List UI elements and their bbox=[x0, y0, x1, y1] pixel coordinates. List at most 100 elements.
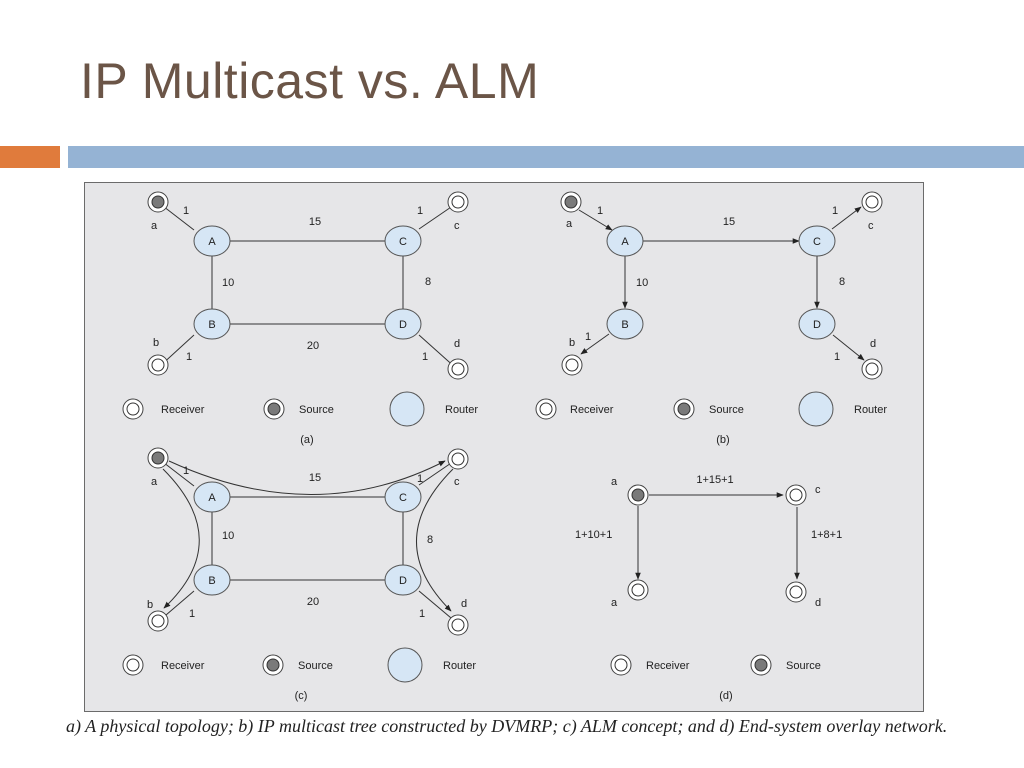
panel-label: (d) bbox=[719, 690, 732, 702]
header-bar bbox=[68, 146, 1024, 168]
legend-source: Source bbox=[298, 660, 333, 672]
host-label: d bbox=[815, 597, 821, 609]
router-label: A bbox=[621, 236, 629, 248]
legend-b: Receiver Source Router bbox=[535, 391, 887, 427]
edge-weight: 15 bbox=[723, 216, 735, 228]
router-D: D bbox=[798, 308, 836, 340]
panel-label: (b) bbox=[716, 434, 729, 446]
panel-c: A B C D a b c d 15 10 8 20 1 1 1 1 Recei… bbox=[122, 447, 476, 702]
panel-d: a c a d 1+15+1 1+10+1 1+8+1 Receiver Sou… bbox=[575, 474, 842, 702]
edge-weight: 1+8+1 bbox=[811, 529, 842, 541]
receiver-host-b bbox=[147, 610, 169, 632]
legend-d: Receiver Source bbox=[610, 654, 821, 676]
legend-c: Receiver Source Router bbox=[122, 647, 476, 683]
router-A: A bbox=[193, 481, 231, 513]
edge-weight: 1 bbox=[597, 205, 603, 217]
receiver-host-d bbox=[861, 358, 883, 380]
legend-receiver: Receiver bbox=[161, 404, 205, 416]
edge-weight: 1 bbox=[183, 205, 189, 217]
edge-weight: 1 bbox=[832, 205, 838, 217]
router-B: B bbox=[606, 308, 644, 340]
edge-weight: 1 bbox=[186, 351, 192, 363]
router-label: D bbox=[813, 319, 821, 331]
receiver-host-a2 bbox=[627, 579, 649, 601]
router-B: B bbox=[193, 308, 231, 340]
figure-caption: a) A physical topology; b) IP multicast … bbox=[66, 716, 948, 736]
accent-bar bbox=[0, 146, 60, 168]
legend-receiver: Receiver bbox=[646, 660, 690, 672]
router-label: C bbox=[399, 492, 407, 504]
legend-a: Receiver Source Router bbox=[122, 391, 478, 427]
receiver-host-c bbox=[447, 448, 469, 470]
network-figure: A B C D a b c d 15 10 8 20 1 1 1 1 Recei… bbox=[84, 182, 924, 712]
source-host-a bbox=[560, 191, 582, 213]
edge-weight: 1 bbox=[585, 331, 591, 343]
edge-weight: 8 bbox=[839, 276, 845, 288]
receiver-host-d bbox=[447, 358, 469, 380]
edge-weight: 8 bbox=[427, 534, 433, 546]
edge-weight: 1 bbox=[419, 608, 425, 620]
legend-source: Source bbox=[709, 404, 744, 416]
legend-receiver: Receiver bbox=[570, 404, 614, 416]
router-A: A bbox=[606, 225, 644, 257]
edge-weight: 20 bbox=[307, 340, 319, 352]
router-label: B bbox=[208, 319, 215, 331]
edge-weight: 10 bbox=[636, 277, 648, 289]
source-host-a bbox=[627, 484, 649, 506]
edge-weight: 1 bbox=[183, 465, 189, 477]
receiver-host-b bbox=[147, 354, 169, 376]
edge-weight: 1 bbox=[417, 473, 423, 485]
receiver-host-d bbox=[785, 581, 807, 603]
legend-source: Source bbox=[786, 660, 821, 672]
legend-router: Router bbox=[443, 660, 476, 672]
edge-weight: 1+10+1 bbox=[575, 529, 612, 541]
router-B: B bbox=[193, 564, 231, 596]
edge-weight: 1+15+1 bbox=[696, 474, 733, 486]
router-D: D bbox=[384, 564, 422, 596]
legend-source: Source bbox=[299, 404, 334, 416]
panel-label: (c) bbox=[295, 690, 308, 702]
host-label: d bbox=[870, 338, 876, 350]
host-label: c bbox=[454, 476, 460, 488]
edge-weight: 10 bbox=[222, 277, 234, 289]
host-label: b bbox=[147, 599, 153, 611]
legend-router: Router bbox=[854, 404, 887, 416]
edge-weight: 8 bbox=[425, 276, 431, 288]
router-C: C bbox=[798, 225, 836, 257]
host-label: d bbox=[454, 338, 460, 350]
router-C: C bbox=[384, 481, 422, 513]
router-D: D bbox=[384, 308, 422, 340]
source-host-a bbox=[147, 447, 169, 469]
router-label: C bbox=[813, 236, 821, 248]
receiver-host-b bbox=[561, 354, 583, 376]
edge-weight: 1 bbox=[189, 608, 195, 620]
host-label: a bbox=[151, 476, 158, 488]
host-label: d bbox=[461, 598, 467, 610]
router-C: C bbox=[384, 225, 422, 257]
router-label: B bbox=[621, 319, 628, 331]
edge-weight: 20 bbox=[307, 596, 319, 608]
router-label: A bbox=[208, 236, 216, 248]
router-label: A bbox=[208, 492, 216, 504]
host-label: c bbox=[815, 484, 821, 496]
host-label: a bbox=[566, 218, 573, 230]
host-label: a bbox=[611, 597, 618, 609]
edge-weight: 1 bbox=[422, 351, 428, 363]
router-label: D bbox=[399, 319, 407, 331]
router-label: B bbox=[208, 575, 215, 587]
panel-label: (a) bbox=[300, 434, 313, 446]
panel-a: A B C D a b c d 15 10 8 20 1 1 1 1 Recei… bbox=[122, 191, 478, 446]
receiver-host-c bbox=[447, 191, 469, 213]
edge-weight: 15 bbox=[309, 216, 321, 228]
receiver-host-c bbox=[861, 191, 883, 213]
router-label: D bbox=[399, 575, 407, 587]
host-label: b bbox=[569, 337, 575, 349]
legend-router: Router bbox=[445, 404, 478, 416]
edge-weight: 10 bbox=[222, 530, 234, 542]
edge-weight: 15 bbox=[309, 472, 321, 484]
host-label: a bbox=[611, 476, 618, 488]
edge-weight: 1 bbox=[417, 205, 423, 217]
edge-weight: 1 bbox=[834, 351, 840, 363]
slide-title: IP Multicast vs. ALM bbox=[80, 53, 540, 109]
host-label: c bbox=[454, 220, 460, 232]
